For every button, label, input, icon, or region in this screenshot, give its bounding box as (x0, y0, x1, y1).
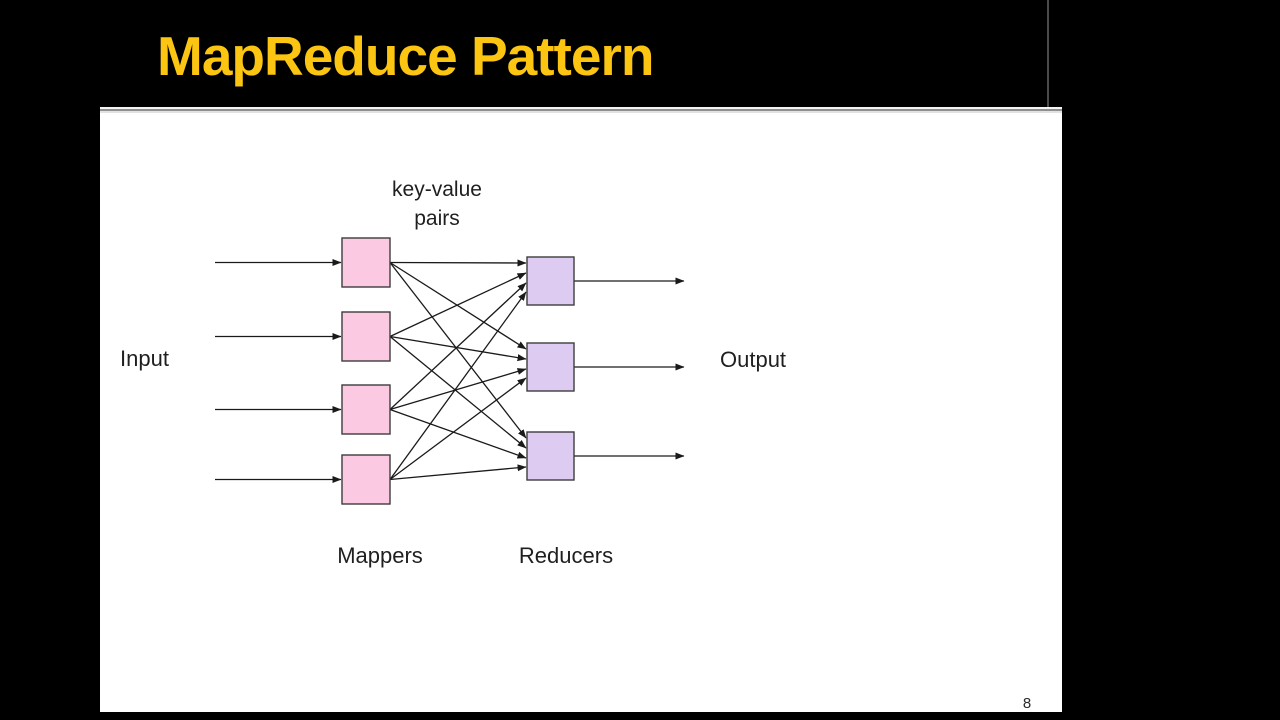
shuffle-arrow (389, 368, 527, 411)
output-label: Output (720, 347, 787, 372)
shuffle-arrow (389, 282, 527, 410)
shuffle-arrow (389, 259, 527, 267)
reducer-box (526, 342, 575, 392)
reducer-box (526, 431, 575, 481)
shuffle-arrow (389, 262, 527, 439)
reducers-label: Reducers (518, 543, 614, 568)
shuffle-arrow (389, 464, 527, 481)
shuffle-arrow (389, 291, 527, 480)
key-value-pairs-label: key-value pairs (392, 175, 482, 233)
slide-title: MapReduce Pattern (157, 25, 654, 87)
key-value-label-line1: key-value (392, 178, 482, 201)
shuffle-arrow (389, 377, 527, 481)
mapper-box (341, 311, 391, 362)
input-label: Input (120, 346, 169, 371)
shuffle-arrow (389, 408, 527, 459)
page-number: 8 (1022, 695, 1032, 712)
mapper-box (341, 454, 391, 505)
reducer-box (526, 256, 575, 306)
slide-content-area: key-value pairs Input Output Mappers Red… (100, 107, 1062, 712)
shuffle-arrow (389, 261, 527, 350)
shuffle-arrow (389, 335, 527, 362)
mapreduce-diagram (215, 237, 685, 505)
mapper-box (341, 237, 391, 288)
mapper-box (341, 384, 391, 435)
shuffle-arrow (389, 272, 527, 338)
key-value-label-line2: pairs (414, 207, 460, 230)
right-edge-accent-line (1047, 0, 1049, 110)
mappers-label: Mappers (337, 543, 423, 568)
shuffle-arrow (389, 335, 527, 449)
content-top-border (100, 107, 1062, 113)
